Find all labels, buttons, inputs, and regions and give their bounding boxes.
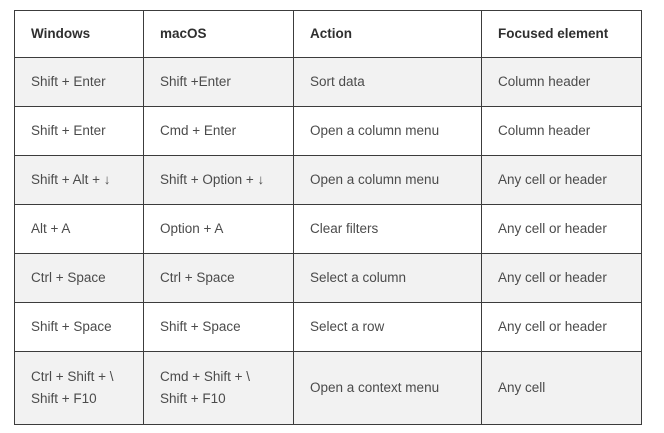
shortcut-line-secondary: Shift + F10 xyxy=(160,391,226,406)
cell-focused-element: Any cell or header xyxy=(481,155,642,205)
cell-focused-element: Any cell or header xyxy=(481,253,642,303)
cell-windows-shortcut: Shift + Space xyxy=(14,302,144,352)
cell-action: Open a column menu xyxy=(293,155,482,205)
table-row: Shift + Enter Cmd + Enter Open a column … xyxy=(14,106,642,156)
table-header-row: Windows macOS Action Focused element xyxy=(14,10,642,58)
cell-macos-shortcut: Shift +Enter xyxy=(143,57,294,107)
cell-focused-element: Any cell or header xyxy=(481,204,642,254)
shortcut-line-secondary: Shift + F10 xyxy=(31,391,97,406)
cell-macos-shortcut: Cmd + Shift + \ Shift + F10 xyxy=(143,351,294,425)
cell-focused-element: Column header xyxy=(481,106,642,156)
cell-action: Sort data xyxy=(293,57,482,107)
column-header-macos[interactable]: macOS xyxy=(143,10,294,58)
cell-macos-shortcut: Cmd + Enter xyxy=(143,106,294,156)
table-row: Alt + A Option + A Clear filters Any cel… xyxy=(14,204,642,254)
shortcut-line-primary: Ctrl + Shift + \ xyxy=(31,368,114,384)
table-header: Windows macOS Action Focused element xyxy=(14,10,642,58)
cell-action: Select a row xyxy=(293,302,482,352)
cell-action: Select a column xyxy=(293,253,482,303)
table-row: Ctrl + Space Ctrl + Space Select a colum… xyxy=(14,253,642,303)
cell-macos-shortcut: Ctrl + Space xyxy=(143,253,294,303)
cell-focused-element: Any cell xyxy=(481,351,642,425)
table-body: Shift + Enter Shift +Enter Sort data Col… xyxy=(14,57,642,425)
cell-focused-element: Any cell or header xyxy=(481,302,642,352)
column-header-focused-element[interactable]: Focused element xyxy=(481,10,642,58)
cell-windows-shortcut: Ctrl + Space xyxy=(14,253,144,303)
cell-action: Clear filters xyxy=(293,204,482,254)
keyboard-shortcuts-table: Windows macOS Action Focused element Shi… xyxy=(14,10,642,425)
cell-windows-shortcut: Ctrl + Shift + \ Shift + F10 xyxy=(14,351,144,425)
table-row: Ctrl + Shift + \ Shift + F10 Cmd + Shift… xyxy=(14,351,642,425)
cell-windows-shortcut: Shift + Enter xyxy=(14,57,144,107)
cell-macos-shortcut: Option + A xyxy=(143,204,294,254)
table-row: Shift + Enter Shift +Enter Sort data Col… xyxy=(14,57,642,107)
cell-macos-shortcut: Shift + Option + ↓ xyxy=(143,155,294,205)
cell-windows-shortcut: Alt + A xyxy=(14,204,144,254)
cell-windows-shortcut: Shift + Alt + ↓ xyxy=(14,155,144,205)
cell-action: Open a column menu xyxy=(293,106,482,156)
cell-action: Open a context menu xyxy=(293,351,482,425)
column-header-action[interactable]: Action xyxy=(293,10,482,58)
keyboard-shortcuts-table-container: Windows macOS Action Focused element Shi… xyxy=(14,10,642,425)
cell-macos-shortcut: Shift + Space xyxy=(143,302,294,352)
column-header-windows[interactable]: Windows xyxy=(14,10,144,58)
cell-windows-shortcut: Shift + Enter xyxy=(14,106,144,156)
table-row: Shift + Alt + ↓ Shift + Option + ↓ Open … xyxy=(14,155,642,205)
cell-focused-element: Column header xyxy=(481,57,642,107)
table-row: Shift + Space Shift + Space Select a row… xyxy=(14,302,642,352)
shortcut-line-primary: Cmd + Shift + \ xyxy=(160,368,251,384)
